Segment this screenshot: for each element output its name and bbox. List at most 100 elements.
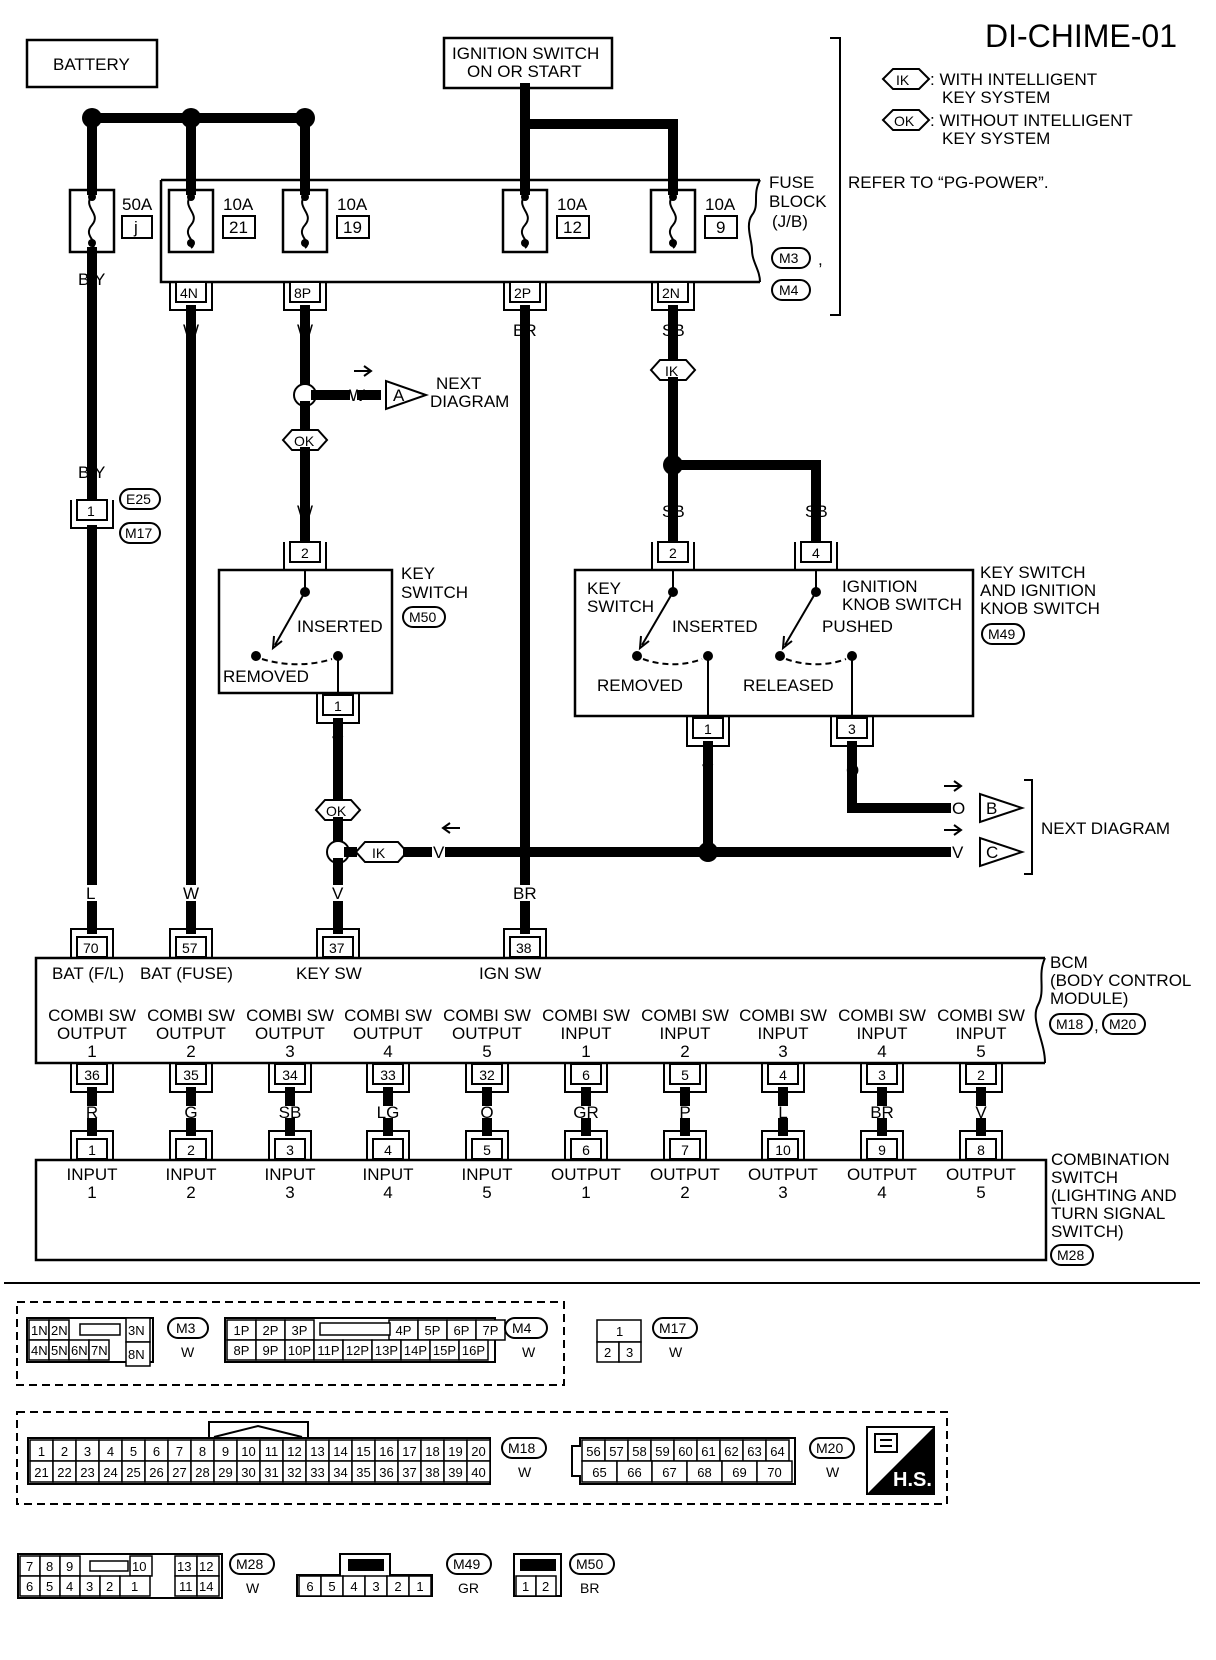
legend-ik-line2: KEY SYSTEM (942, 88, 1050, 107)
combi-pin-label: 2 (186, 1183, 195, 1202)
connector-cell-label: 35 (356, 1465, 370, 1480)
key-switch: 2 INSERTED REMOVED 1 (217, 541, 394, 724)
combi-pin-label: 4 (383, 1183, 392, 1202)
harness-side-icon: H.S. (866, 1426, 935, 1495)
next-a-line2: DIAGRAM (430, 392, 509, 411)
connector-m28: 7 8 9 10 13 12 6 5 4 3 2 1 11 14 M28 W (17, 1553, 275, 1599)
pin-housing (366, 1130, 410, 1160)
bcm-top-pin-70: 70 (70, 928, 114, 958)
wire-color: P (679, 1103, 690, 1122)
next-c-triangle (979, 836, 1026, 868)
connector-cell-label: 68 (697, 1465, 711, 1480)
switch-arrow-icon (781, 635, 793, 651)
connector-cell-label: 23 (80, 1465, 94, 1480)
connector-cell-label: 1 (38, 1444, 45, 1459)
fuse-block-line1: FUSE (769, 173, 814, 192)
connector-cell-label: 33 (310, 1465, 324, 1480)
bcm-conn-b: M20 (1109, 1016, 1136, 1032)
fuse-19: 10A 19 (281, 188, 370, 254)
connector-cell-label: 59 (655, 1444, 669, 1459)
wire-color: V (975, 1103, 987, 1122)
bcm-pin-label: COMBI SW (147, 1006, 235, 1025)
connector-cell-label: 30 (241, 1465, 255, 1480)
svg-text:8N: 8N (128, 1347, 145, 1362)
bcm-pin (669, 1063, 701, 1085)
connector-oval (119, 522, 161, 544)
wire-color: L (778, 1103, 787, 1122)
connector-oval (981, 623, 1025, 645)
connector-cell-label: 3P (292, 1323, 308, 1338)
connector-cell-label: 10 (241, 1444, 255, 1459)
ignition-line2: ON OR START (467, 62, 582, 81)
svg-text:KNOB SWITCH: KNOB SWITCH (842, 595, 962, 614)
svg-text:GR: GR (458, 1580, 479, 1596)
combi-pin-label: 1 (87, 1183, 96, 1202)
bcm-pin-label: INPUT (660, 1024, 711, 1043)
bcm-pin-number: 5 (681, 1067, 689, 1083)
combi-title2: SWITCH (1051, 1168, 1118, 1187)
bcm-pin-label: INPUT (857, 1024, 908, 1043)
wire-color: V (702, 761, 714, 780)
wire-color: G (184, 1103, 197, 1122)
connector-group-frame (16, 1411, 948, 1505)
combi-pin-label: 2 (680, 1183, 689, 1202)
ksik-conn: M49 (988, 626, 1015, 642)
connector-cell-label: 37 (402, 1465, 416, 1480)
svg-text:PUSHED: PUSHED (822, 617, 893, 636)
svg-text:7: 7 (26, 1559, 33, 1574)
combi-pin-label: INPUT (265, 1165, 316, 1184)
bcm-top-label: BAT (F/L) (52, 964, 124, 983)
connector-cell-label: 17 (402, 1444, 416, 1459)
svg-text:2: 2 (301, 545, 309, 561)
svg-text:REMOVED: REMOVED (223, 667, 309, 686)
connector-cell-label: 32 (287, 1465, 301, 1480)
wire-color: L (86, 884, 95, 903)
connector-cell-label: 65 (592, 1465, 606, 1480)
joint-conn-a: E25 (126, 491, 151, 507)
svg-text:3: 3 (626, 1345, 633, 1360)
connector-cell-label: 6P (454, 1323, 470, 1338)
combination-switch-box (34, 1158, 1048, 1262)
connector-cell (458, 1339, 489, 1361)
svg-text:M28: M28 (236, 1556, 263, 1572)
connector-cell-label: 34 (333, 1465, 347, 1480)
bcm-pin-label: 3 (285, 1042, 294, 1061)
wire-color: V (433, 843, 445, 862)
ik-tag: IK (665, 363, 679, 379)
svg-text:2: 2 (542, 1579, 549, 1594)
connector-cell-label: 2 (61, 1444, 68, 1459)
connector-cell-label: 8P (234, 1343, 250, 1358)
connector-cell-label: 11P (317, 1343, 339, 1358)
connector-cell-label: 57 (609, 1444, 623, 1459)
svg-text:1: 1 (704, 721, 712, 737)
svg-text:M3: M3 (176, 1320, 196, 1336)
next-bc-label: NEXT DIAGRAM (1041, 819, 1170, 838)
combi-pin-label: 5 (482, 1183, 491, 1202)
connector-cell-label: 11 (265, 1444, 279, 1459)
connector-cell (408, 1575, 432, 1597)
connector-cell-label: 22 (57, 1465, 71, 1480)
bcm-pin (175, 1063, 207, 1085)
legend-ik-tag: IK (896, 72, 910, 88)
svg-text:4N: 4N (31, 1343, 48, 1358)
bcm-pin-number: 33 (380, 1067, 396, 1083)
wire-color: W (297, 502, 313, 521)
bcm-pin-label: 3 (778, 1042, 787, 1061)
connector-cell-label: 9P (263, 1343, 279, 1358)
ksik-title2: AND IGNITION (980, 581, 1096, 600)
connector-m3: 1N 2N 3N 4N 5N 6N 7N 8N M3 W (26, 1317, 209, 1367)
svg-text:1: 1 (616, 1324, 623, 1339)
ok-tag: OK (326, 803, 347, 819)
connector-cell-label: 67 (662, 1465, 676, 1480)
bcm-pin-label: COMBI SW (937, 1006, 1025, 1025)
connector-cell-label: 5 (328, 1579, 335, 1594)
combi-pin-number: 9 (878, 1142, 886, 1158)
connector-cell-label: 64 (770, 1444, 784, 1459)
wire-color: SB (662, 321, 685, 340)
connector-cell-label: 29 (218, 1465, 232, 1480)
